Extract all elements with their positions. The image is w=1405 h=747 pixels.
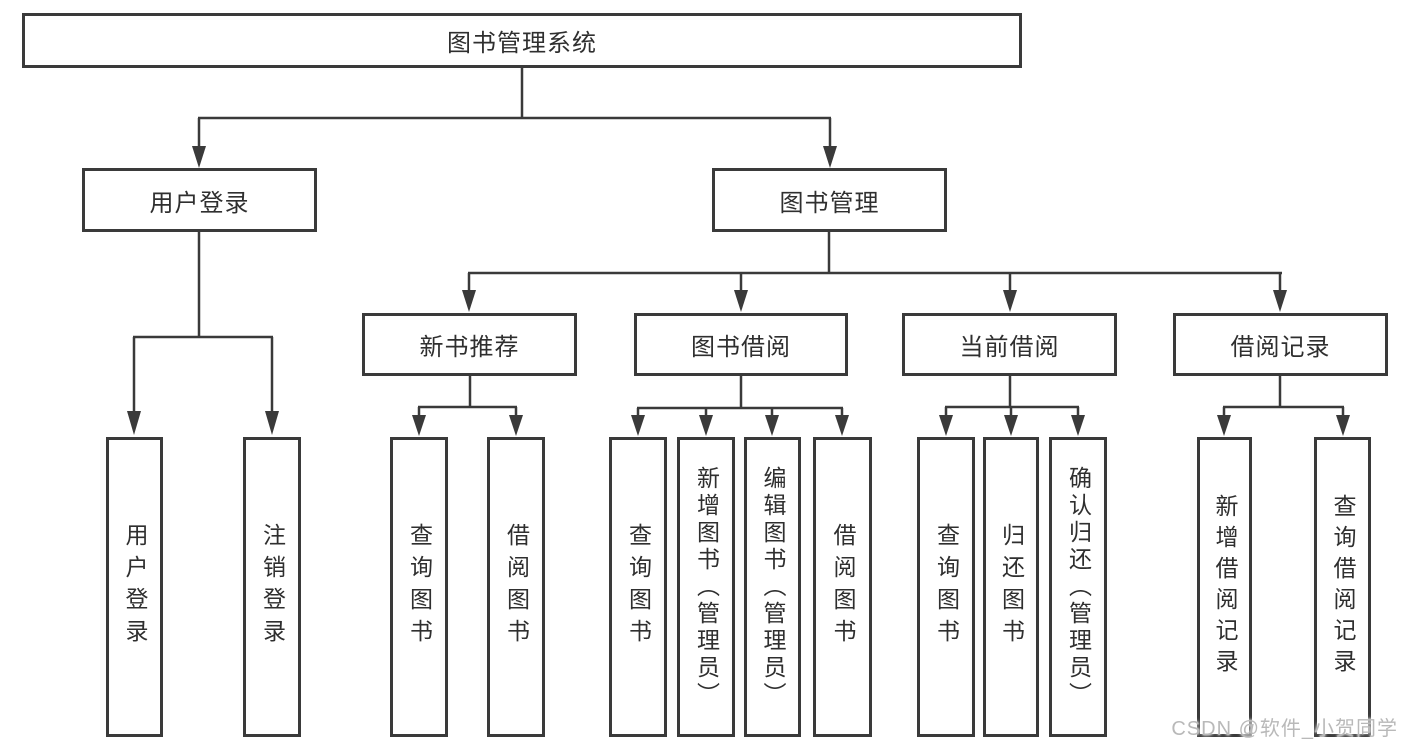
leaf-borrow-query-books: 查询图书	[609, 437, 667, 737]
node-new-book-recommend: 新书推荐	[362, 313, 577, 376]
leaf-current-query-books: 查询图书	[917, 437, 975, 737]
edge-current-borrow-to-leaves	[939, 376, 1085, 436]
csdn-watermark: CSDN @软件_小贺同学	[1171, 718, 1398, 740]
leaf-recommend-query-books: 查询图书	[390, 437, 448, 737]
node-book-management: 图书管理	[712, 168, 947, 232]
edge-book-management-to-level3	[462, 232, 1287, 312]
edge-root-to-level2	[192, 68, 837, 168]
leaf-records-query-record: 查询借阅记录	[1314, 437, 1371, 737]
leaf-borrow-borrow-books: 借阅图书	[813, 437, 872, 737]
edge-borrow-records-to-leaves	[1217, 376, 1350, 436]
leaf-user-login: 用户登录	[106, 437, 163, 737]
edge-book-borrow-to-leaves	[631, 376, 849, 436]
edge-new-book-recommend-to-leaves	[412, 376, 523, 436]
leaf-logout-login: 注销登录	[243, 437, 301, 737]
leaf-recommend-borrow-books: 借阅图书	[487, 437, 545, 737]
node-user-login: 用户登录	[82, 168, 317, 232]
leaf-current-confirm-return-admin: 确认归还（管理员）	[1049, 437, 1107, 737]
leaf-current-return-books: 归还图书	[983, 437, 1039, 737]
edge-user-login-to-leaves	[127, 232, 279, 435]
leaf-records-add-record: 新增借阅记录	[1197, 437, 1252, 737]
leaf-borrow-edit-books-admin: 编辑图书（管理员）	[744, 437, 801, 737]
leaf-borrow-add-books-admin: 新增图书（管理员）	[677, 437, 735, 737]
node-current-borrow: 当前借阅	[902, 313, 1117, 376]
node-root: 图书管理系统	[22, 13, 1022, 68]
node-borrow-records: 借阅记录	[1173, 313, 1388, 376]
node-book-borrow: 图书借阅	[634, 313, 848, 376]
